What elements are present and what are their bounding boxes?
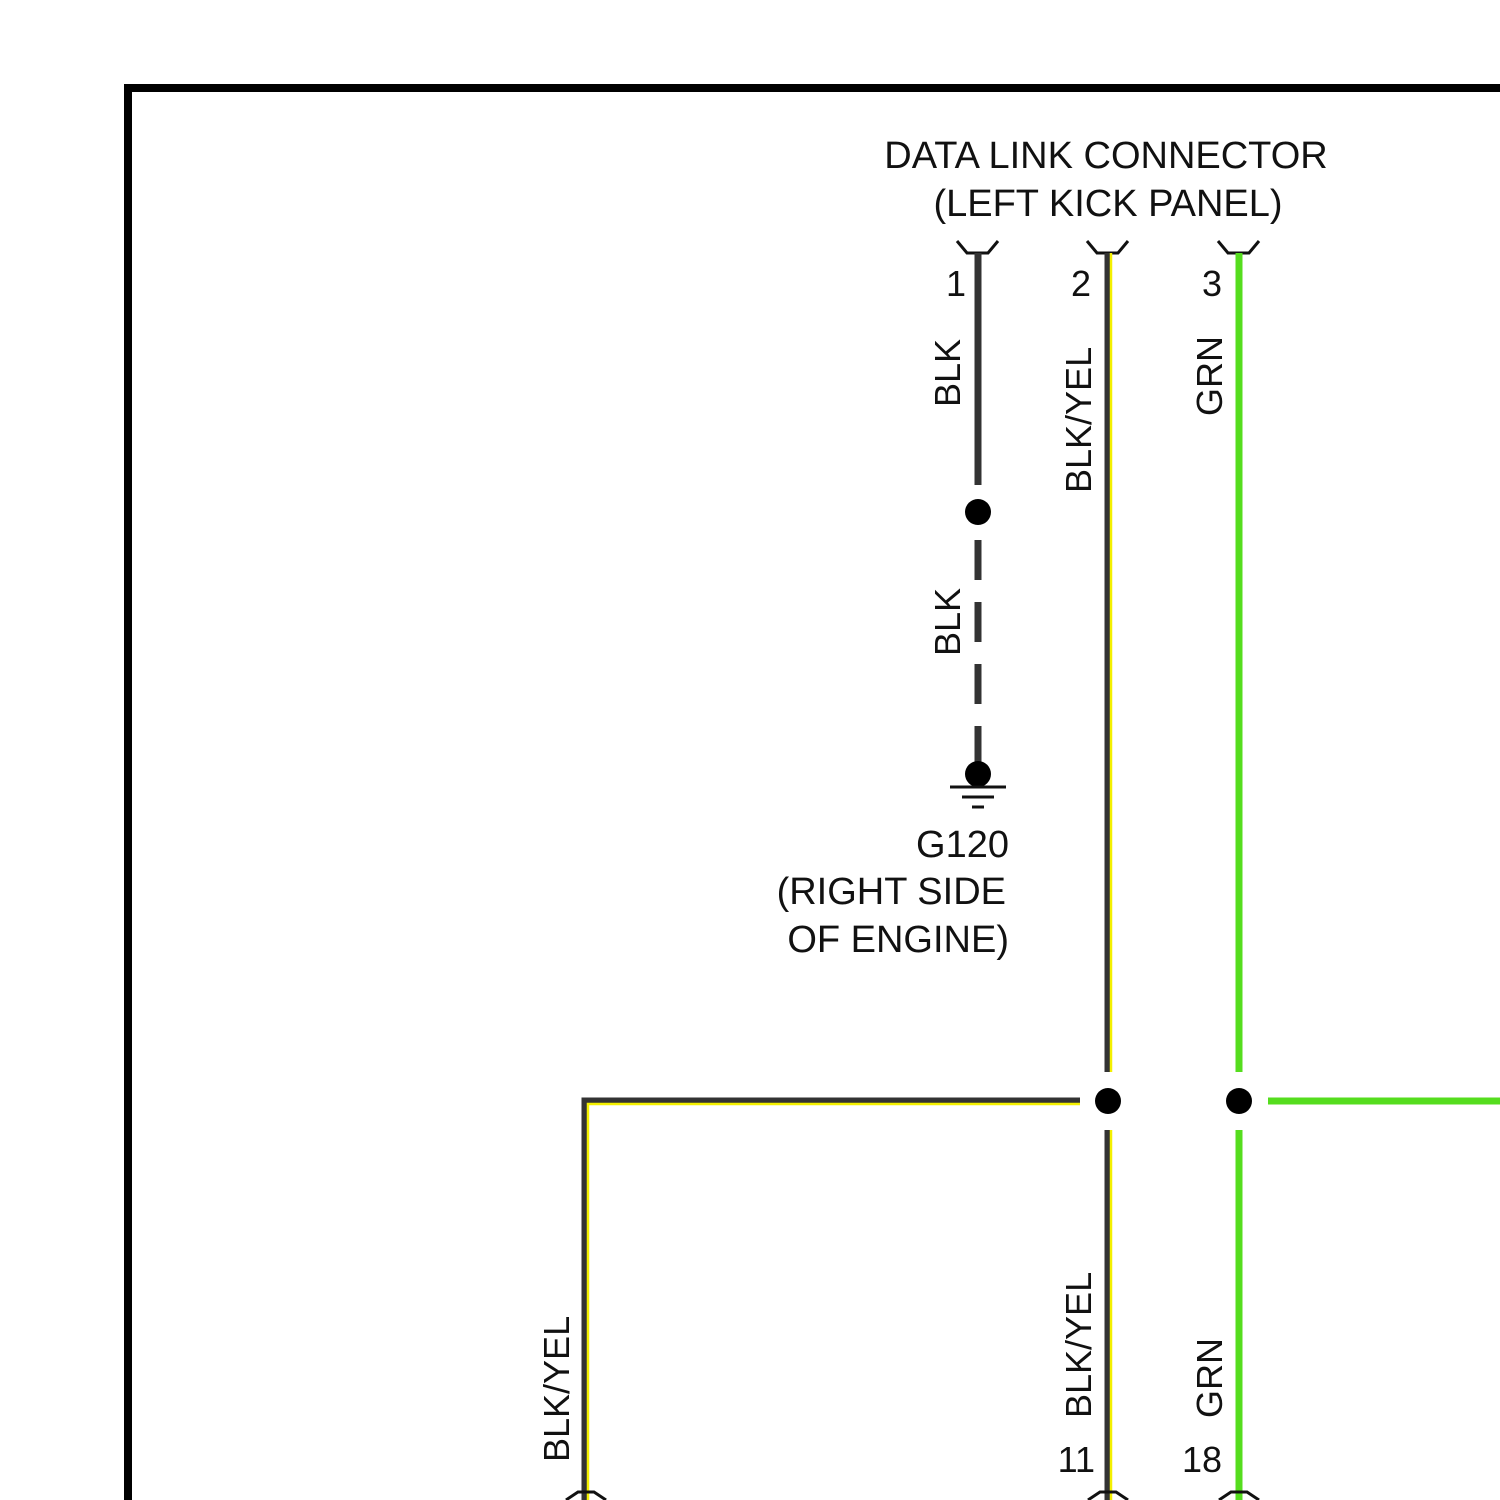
pin-11-wire <box>1108 1130 1111 1500</box>
pin-1-number: 1 <box>946 263 966 304</box>
connector-location: (LEFT KICK PANEL) <box>933 183 1282 225</box>
pin-3-number: 3 <box>1202 263 1222 304</box>
pin-2-wire-label: BLK/YEL <box>1058 347 1099 493</box>
pin-3-terminal-icon <box>1218 241 1259 253</box>
pin-1-terminal-icon <box>957 241 998 253</box>
splice-dot-grn <box>1226 1088 1252 1114</box>
pin-2-wire-upper <box>1108 253 1111 1072</box>
ground-icon <box>950 761 1006 807</box>
branch-left-wire-label: BLK/YEL <box>536 1316 577 1462</box>
pin-2-terminal-icon <box>1087 241 1128 253</box>
ground-location-line2: OF ENGINE) <box>787 919 1009 961</box>
ground-wire-label: BLK <box>927 588 968 656</box>
pin-2-number: 2 <box>1071 263 1091 304</box>
branch-left-wire <box>585 1101 1080 1500</box>
splice-dot-blk-yel <box>1095 1088 1121 1114</box>
frame-border <box>128 88 1500 1500</box>
pin-18-wire-label: GRN <box>1189 1338 1230 1418</box>
pin-18-number: 18 <box>1182 1439 1222 1480</box>
ground-id: G120 <box>916 824 1009 866</box>
connector-title: DATA LINK CONNECTOR <box>884 135 1327 177</box>
pin-11-number: 11 <box>1058 1439 1095 1480</box>
ground-location-line1: (RIGHT SIDE <box>777 871 1006 913</box>
pin-3-wire-label: GRN <box>1189 336 1230 416</box>
splice-dot-pin-1 <box>965 499 991 525</box>
pin-1-wire-label: BLK <box>927 339 968 407</box>
pin-11-wire-label: BLK/YEL <box>1058 1272 1099 1418</box>
